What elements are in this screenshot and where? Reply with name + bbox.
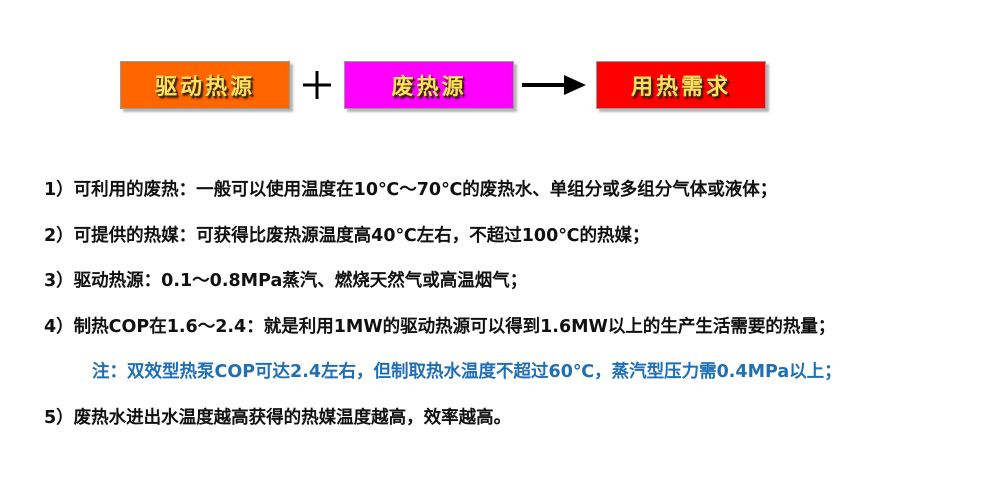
plus-vertical-bar bbox=[315, 71, 319, 99]
flow-box-label-heat-demand: 用热需求 bbox=[630, 75, 731, 100]
heat-flow-diagram: 驱动热源 废热源 用热需求 bbox=[0, 56, 992, 114]
list-item: 5）废热水进出水温度越高获得的热媒温度越高，效率越高。 bbox=[44, 407, 512, 428]
list-item: 3）驱动热源：0.1～0.8MPa蒸汽、燃烧天然气或高温烟气； bbox=[44, 271, 528, 291]
flow-box-driving-heat-source: 驱动热源 bbox=[120, 61, 290, 109]
description-list: 1）可利用的废热：一般可以使用温度在10℃～70℃的废热水、单组分或多组分气体或… bbox=[44, 180, 984, 428]
list-item: 2）可提供的热媒：可获得比废热源温度高40℃左右，不超过100℃的热媒； bbox=[44, 225, 650, 246]
list-item: 4）制热COP在1.6～2.4：就是利用1MW的驱动热源可以得到1.6MW以上的… bbox=[44, 316, 836, 337]
flow-box-label-driving-heat-source: 驱动热源 bbox=[154, 75, 255, 100]
plus-operator-icon bbox=[290, 61, 344, 109]
list-item: 1）可利用的废热：一般可以使用温度在10℃～70℃的废热水、单组分或多组分气体或… bbox=[44, 180, 778, 200]
right-arrow-icon bbox=[514, 61, 596, 109]
flow-box-waste-heat-source: 废热源 bbox=[344, 61, 514, 109]
flow-box-heat-demand: 用热需求 bbox=[596, 61, 766, 109]
flow-box-label-waste-heat-source: 废热源 bbox=[391, 75, 467, 100]
list-item-note: 注：双效型热泵COP可达2.4左右，但制取热水温度不超过60℃，蒸汽型压力需0.… bbox=[92, 362, 842, 382]
